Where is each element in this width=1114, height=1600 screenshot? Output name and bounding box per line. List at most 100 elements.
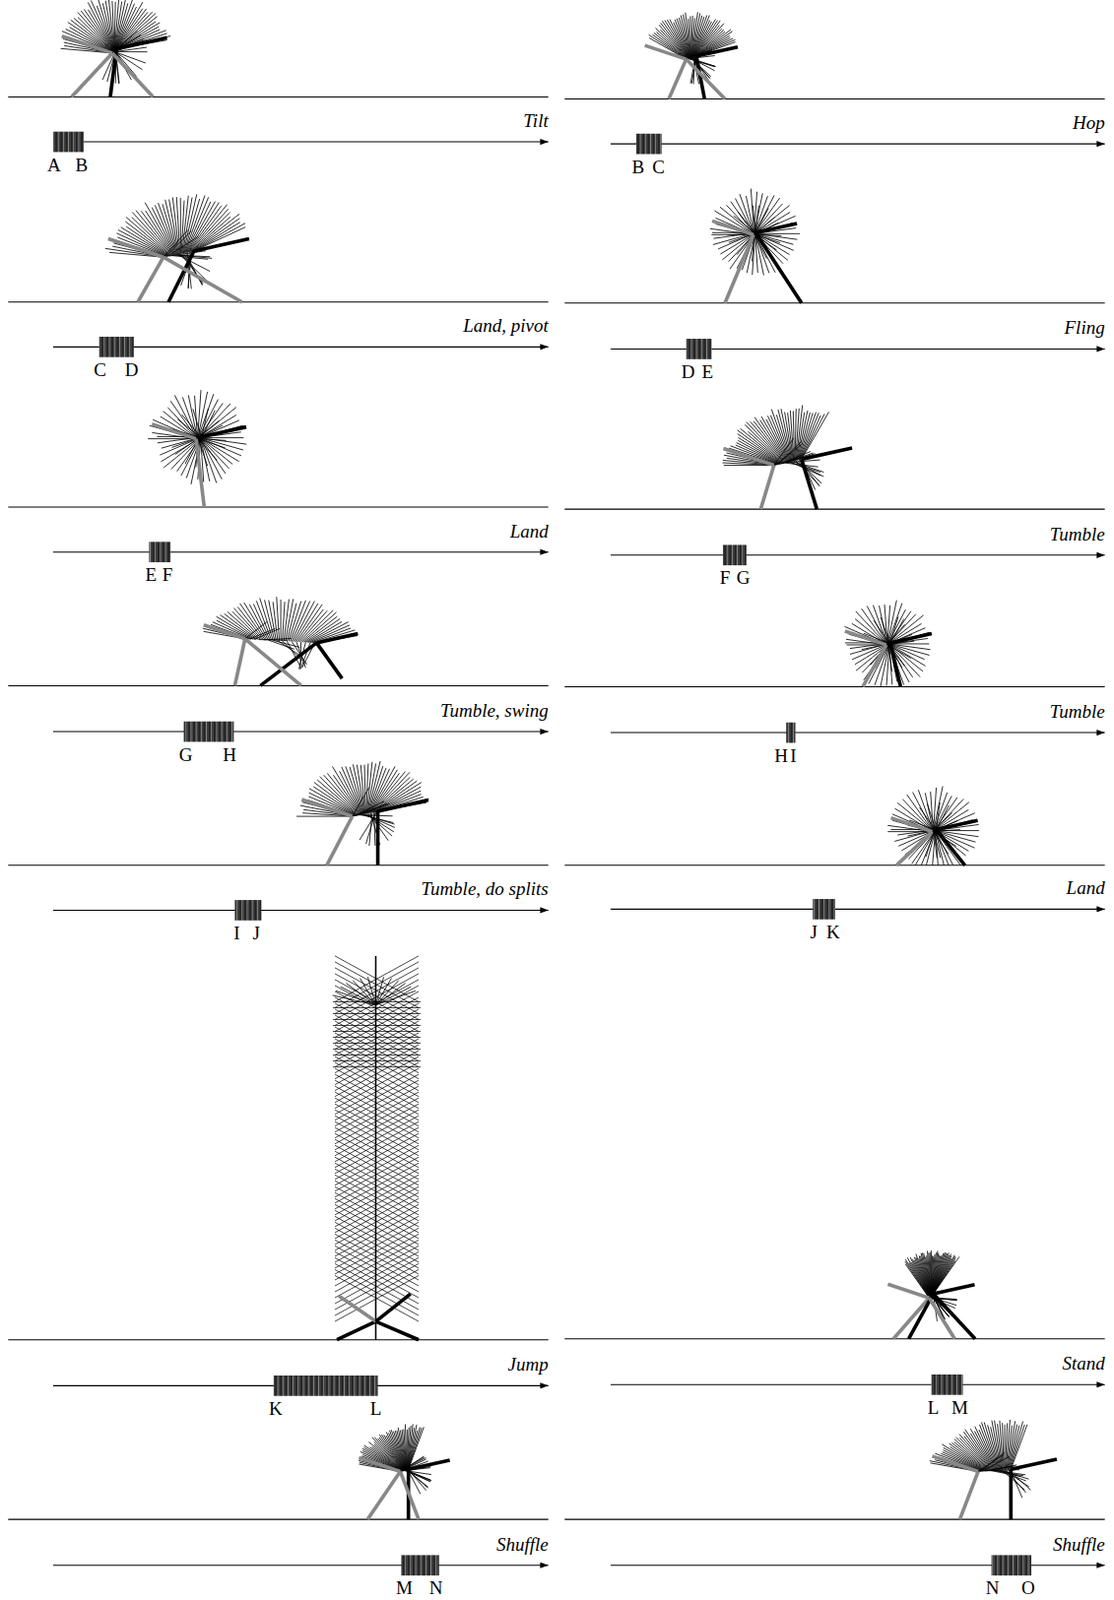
strobe-limb bbox=[754, 233, 800, 235]
time-axis bbox=[610, 143, 1106, 145]
time-axis bbox=[53, 731, 549, 733]
strobe-limb bbox=[334, 1275, 419, 1322]
strobe-limb bbox=[293, 601, 316, 643]
frame-letter: J bbox=[252, 923, 260, 943]
strobe-limb bbox=[334, 1222, 419, 1269]
strobe-limb bbox=[334, 985, 419, 1033]
robot-leg bbox=[71, 53, 113, 98]
strobe-limb bbox=[890, 616, 899, 644]
robot-leg bbox=[338, 1296, 376, 1322]
strobe-limb bbox=[915, 830, 936, 866]
robot-leg bbox=[234, 639, 245, 687]
robot-leg bbox=[301, 799, 352, 817]
strobe-limb bbox=[778, 409, 791, 462]
strobe-limb bbox=[332, 1019, 421, 1021]
time-axis bbox=[610, 348, 1106, 350]
strobe-limb bbox=[334, 1133, 419, 1180]
strobe-limb bbox=[334, 1240, 419, 1287]
strobe-limb bbox=[785, 411, 793, 461]
strobe-limb bbox=[194, 227, 246, 252]
strobe-limb bbox=[934, 830, 961, 866]
ground-line bbox=[7, 1339, 548, 1341]
ground-line bbox=[7, 685, 548, 687]
strobe-limb bbox=[801, 411, 830, 459]
strobe-limb bbox=[334, 1092, 419, 1139]
frame-letter: K bbox=[268, 1399, 283, 1419]
strobe-limb bbox=[335, 990, 376, 1006]
strobe-limb bbox=[917, 789, 933, 832]
time-axis bbox=[53, 551, 549, 553]
strobe-limb bbox=[112, 0, 115, 52]
strobe-limb bbox=[334, 1080, 419, 1127]
strobe-limb bbox=[334, 1039, 419, 1086]
strobe-limb bbox=[334, 1275, 419, 1322]
strobe-limb bbox=[334, 974, 419, 1021]
strobe-limb bbox=[974, 1431, 995, 1471]
phase-title: Tilt bbox=[523, 111, 548, 131]
strobe-limb bbox=[334, 1092, 419, 1139]
ground-line bbox=[564, 1519, 1105, 1521]
strobe-limb bbox=[334, 1240, 419, 1287]
robot-leg bbox=[151, 424, 197, 440]
strobe-limb bbox=[116, 30, 167, 50]
strobe-limb bbox=[1009, 1422, 1024, 1471]
strobe-limb bbox=[334, 1015, 419, 1062]
strobe-limb bbox=[334, 1033, 419, 1080]
robot-leg bbox=[755, 232, 802, 304]
strobe-limb bbox=[334, 1216, 419, 1263]
strobe-limb bbox=[932, 1254, 952, 1296]
strobe-limb bbox=[926, 803, 936, 831]
strobe-limb bbox=[332, 1066, 421, 1068]
strobe-limb bbox=[334, 1251, 419, 1299]
strobe-limb bbox=[113, 51, 147, 53]
robot-leg bbox=[936, 820, 979, 830]
phase-title: Land, pivot bbox=[462, 316, 549, 335]
strobe-limb bbox=[334, 1139, 419, 1186]
strobe-limb bbox=[932, 1255, 952, 1295]
strobe-limb bbox=[334, 1033, 419, 1080]
strobe-limb bbox=[375, 977, 377, 1006]
strobe-limb bbox=[752, 205, 755, 234]
strobe-limb bbox=[1010, 1425, 1028, 1471]
phase-title: Land bbox=[1066, 878, 1106, 898]
robot-leg bbox=[896, 832, 932, 866]
strobe-limb bbox=[97, 0, 114, 52]
strobe-limb bbox=[334, 1210, 419, 1257]
robot-leg bbox=[890, 643, 901, 688]
strobe-limb bbox=[334, 1098, 419, 1145]
robot-leg bbox=[137, 257, 164, 303]
strobe-limb bbox=[334, 1210, 419, 1257]
ground-line bbox=[564, 864, 1105, 866]
ground-line bbox=[7, 507, 548, 509]
robot-leg bbox=[696, 47, 738, 57]
frame-ticks bbox=[234, 900, 262, 921]
strobe-limb bbox=[334, 1027, 419, 1074]
strobe-limb bbox=[680, 14, 690, 58]
strobe-limb bbox=[334, 1180, 419, 1228]
strobe-limb bbox=[334, 1204, 419, 1251]
strobe-limb bbox=[172, 196, 180, 254]
robot-leg bbox=[933, 1294, 977, 1340]
phase-title: Stand bbox=[1061, 1354, 1105, 1374]
strobe-limb bbox=[334, 1269, 419, 1316]
strobe-limb bbox=[356, 765, 365, 815]
strobe-limb bbox=[1010, 1425, 1026, 1470]
strobe-limb bbox=[334, 1104, 419, 1151]
phase-title: Hop bbox=[1072, 113, 1106, 132]
strobe-limb bbox=[367, 977, 376, 1006]
robot-leg bbox=[367, 1471, 400, 1520]
strobe-limb bbox=[345, 766, 363, 815]
robot-leg bbox=[408, 1460, 451, 1470]
strobe-limb bbox=[334, 1045, 419, 1092]
strobe-limb bbox=[407, 1469, 426, 1491]
strobe-limb bbox=[334, 1145, 419, 1192]
frame-letter: C bbox=[93, 360, 107, 380]
strobe-limb bbox=[334, 962, 419, 1009]
strobe-limb bbox=[880, 617, 890, 644]
strobe-limb bbox=[334, 1098, 419, 1145]
strobe-limb bbox=[334, 1269, 419, 1316]
strobe-limb bbox=[332, 1060, 421, 1062]
strobe-limb bbox=[332, 1025, 421, 1027]
strobe-limb bbox=[334, 1251, 419, 1299]
strobe-limb bbox=[928, 1252, 931, 1297]
